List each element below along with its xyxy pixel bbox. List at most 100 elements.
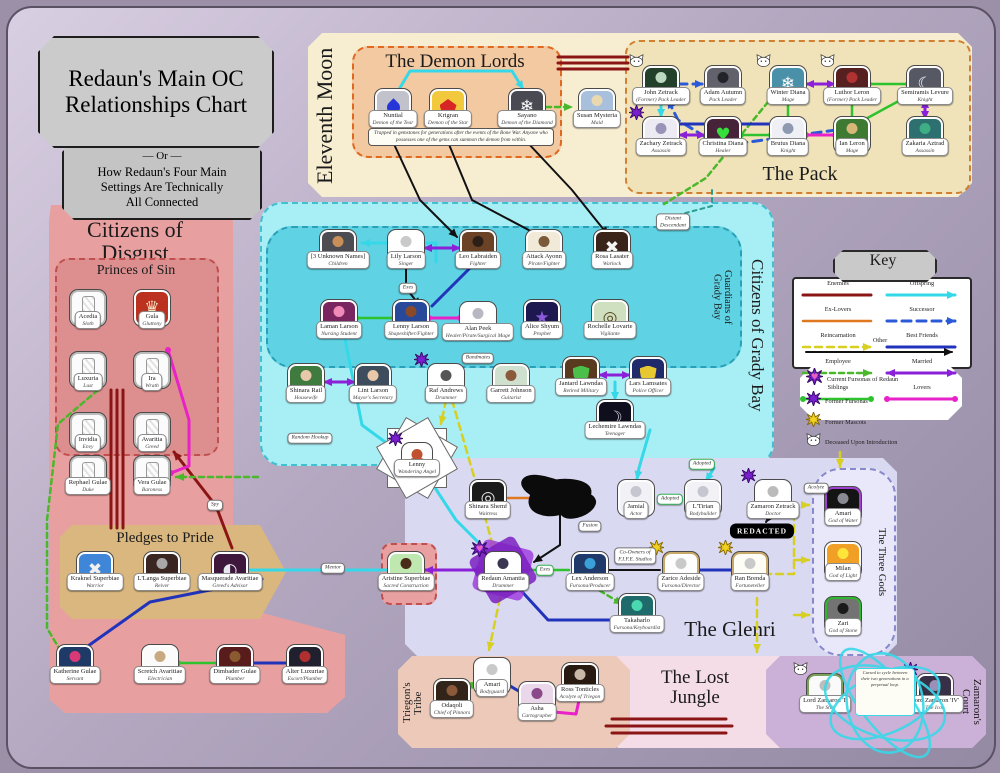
person-icon [367, 370, 379, 381]
character-role: Teenager [604, 430, 626, 437]
character-role: Lust [83, 382, 93, 389]
character-name: Alice Shyum [524, 323, 560, 330]
key-body [792, 277, 972, 369]
character-role: Wrath [145, 382, 159, 389]
three-gods-title: The Three Gods [876, 527, 887, 597]
person-icon [574, 669, 586, 680]
key-item-enemies: Enemies [796, 280, 880, 306]
chart-subtitle-or: — Or — [142, 150, 182, 163]
key-other-row: Other [800, 337, 960, 363]
person-icon [919, 123, 931, 134]
star-purple-icon [387, 429, 404, 451]
person-icon [591, 95, 603, 106]
character-role: Servant [66, 675, 84, 682]
person-icon [229, 651, 241, 662]
character-role: Fursona/Director [661, 582, 701, 589]
connection-successor [885, 316, 957, 325]
character-role: God of Stone [828, 627, 858, 634]
chart-title: Redaun's Main OC Relationships Chart [38, 36, 274, 148]
key-item-label: Employee [825, 357, 851, 365]
character-name: Semiramis Levure [901, 89, 949, 96]
person-icon [929, 680, 941, 691]
character-role: Pirate/Fighter [528, 260, 560, 267]
character-role: Prophet [533, 330, 551, 337]
character-name: Susan Mysteria [576, 112, 618, 119]
character-role: Warrior [86, 582, 104, 589]
character-name: Asha [530, 705, 544, 712]
character-name: John Zetrack [644, 89, 678, 96]
person-icon [497, 558, 509, 569]
key-marker-cat: Deceased Upon Introduction [806, 433, 960, 451]
character-role: Mayor's Secretary [352, 394, 394, 401]
character-role: Drummer [492, 582, 514, 589]
relationship-tag: Acolyte [803, 482, 829, 494]
person-icon [299, 651, 311, 662]
key-item-label: Lovers [913, 383, 931, 391]
key-marker-label: Former Fursonas [825, 397, 868, 405]
character-name: Lechemire Lawndas [588, 423, 642, 430]
character-role: Demon of the Diamond [501, 119, 553, 126]
character-name: Shinara Rail [289, 387, 323, 394]
character-role: Nursing Student [321, 330, 357, 337]
relationship-tag: Random Hookup [287, 432, 333, 444]
character-name: Winter Diana [770, 89, 806, 96]
character-name: Shinara Shemf [468, 503, 508, 510]
character-role: Healer [715, 147, 731, 154]
character-name: Katherine Gulae [53, 668, 97, 675]
star-purple-icon [628, 103, 645, 125]
person-icon [411, 449, 423, 460]
character-role: Sloth [82, 320, 94, 327]
redacted-label: REDACTED [729, 523, 795, 539]
character-role: Actor [629, 510, 643, 517]
character-name: Lenny Larson [392, 323, 430, 330]
key-item-married: Married [880, 358, 964, 384]
person-icon [300, 370, 312, 381]
star-purple-icon [740, 466, 757, 488]
character-role: God of Water [828, 517, 858, 524]
scribbled-out-character [525, 474, 595, 520]
relationship-tag: Adopted [656, 493, 684, 505]
character-role: Electrician [147, 675, 173, 682]
character-name: Alter Luxuriae [285, 668, 325, 675]
relationship-tag: Spy [207, 499, 223, 511]
person-icon [767, 486, 779, 497]
person-icon [538, 236, 550, 247]
character-role: Bodyguard [479, 688, 505, 695]
character-role: Healer/Pirate/Surgical Mage [445, 332, 511, 339]
character-name: Kraknel Superbiae [70, 575, 120, 582]
chart-subtitle: — Or — How Redaun's Four Main Settings A… [62, 140, 262, 220]
key-item-label: Ex-Lovers [824, 305, 852, 313]
star-heart-icon: ♥ [805, 366, 824, 390]
